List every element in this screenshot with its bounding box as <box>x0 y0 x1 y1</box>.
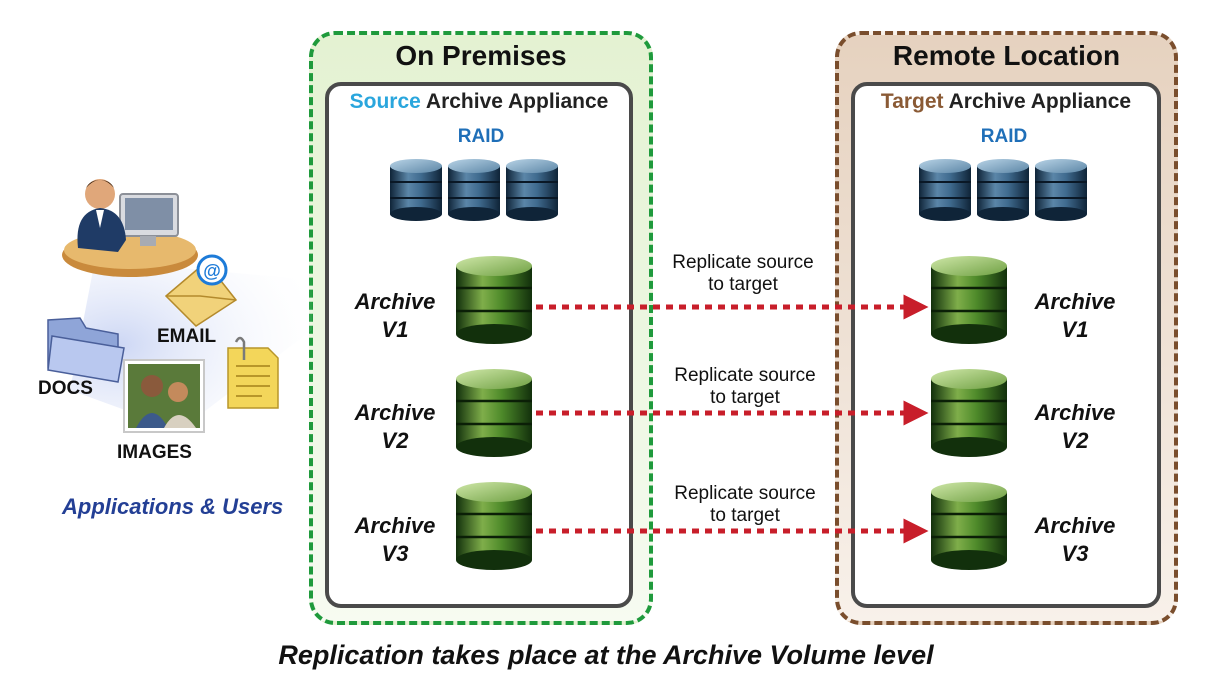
rep-v2-line2: to target <box>710 387 780 408</box>
folder-icon <box>47 317 125 383</box>
rep-v3-line1: Replicate source <box>674 483 816 504</box>
source-v1-line1: Archive <box>354 289 436 314</box>
source-v3-line2: V3 <box>381 541 409 566</box>
rep-v2-line1: Replicate source <box>674 365 816 386</box>
source-volume-disk-v1 <box>456 256 532 344</box>
source-volume-disk-v2 <box>456 369 532 457</box>
source-volume-disk-v3 <box>456 482 532 570</box>
source-v2-line2: V2 <box>381 428 409 453</box>
source-v1-line2: V1 <box>381 317 409 342</box>
photo-icon <box>123 359 205 433</box>
source-raid-label: RAID <box>457 126 505 147</box>
target-raid-disk-1 <box>919 159 971 221</box>
source-title-rest: Archive Appliance <box>420 90 609 113</box>
target-title-rest: Archive Appliance <box>943 90 1132 113</box>
target-v2-line2: V2 <box>1061 428 1089 453</box>
images-label: IMAGES <box>117 442 192 463</box>
source-v2-line1: Archive <box>354 400 436 425</box>
on-premises-title: On Premises <box>395 40 567 71</box>
target-keyword: Target <box>880 90 944 113</box>
rep-v1-line1: Replicate source <box>672 252 814 273</box>
rep-v3-line2: to target <box>710 505 780 526</box>
target-appliance-title: Target Archive Appliance <box>851 90 1161 114</box>
document-icon <box>227 336 279 409</box>
user-at-desk-icon <box>62 179 198 277</box>
target-volume-disk-v1 <box>931 256 1007 344</box>
target-raid-disk-2 <box>977 159 1029 221</box>
source-raid-disk-3 <box>506 159 558 221</box>
source-v3-line1: Archive <box>354 513 436 538</box>
diagram-caption: Replication takes place at the Archive V… <box>278 640 934 670</box>
target-v3-line1: Archive <box>1034 513 1116 538</box>
svg-text:@: @ <box>203 261 221 281</box>
target-v1-line2: V1 <box>1061 317 1089 342</box>
source-keyword: Source <box>349 90 421 113</box>
applications-users-label: Applications & Users <box>62 494 284 519</box>
target-volume-disk-v3 <box>931 482 1007 570</box>
target-v1-line1: Archive <box>1034 289 1116 314</box>
target-raid-disk-3 <box>1035 159 1087 221</box>
rep-v1-line2: to target <box>708 274 778 295</box>
source-raid-disk-1 <box>390 159 442 221</box>
email-envelope-icon: @ <box>164 254 238 327</box>
target-v2-line1: Archive <box>1034 400 1116 425</box>
source-raid-disk-2 <box>448 159 500 221</box>
email-label: EMAIL <box>157 326 217 347</box>
target-raid-label: RAID <box>980 126 1028 147</box>
remote-location-title: Remote Location <box>892 40 1121 71</box>
source-appliance-title: Source Archive Appliance <box>325 90 633 114</box>
docs-label: DOCS <box>38 378 93 399</box>
target-v3-line2: V3 <box>1061 541 1089 566</box>
target-volume-disk-v2 <box>931 369 1007 457</box>
